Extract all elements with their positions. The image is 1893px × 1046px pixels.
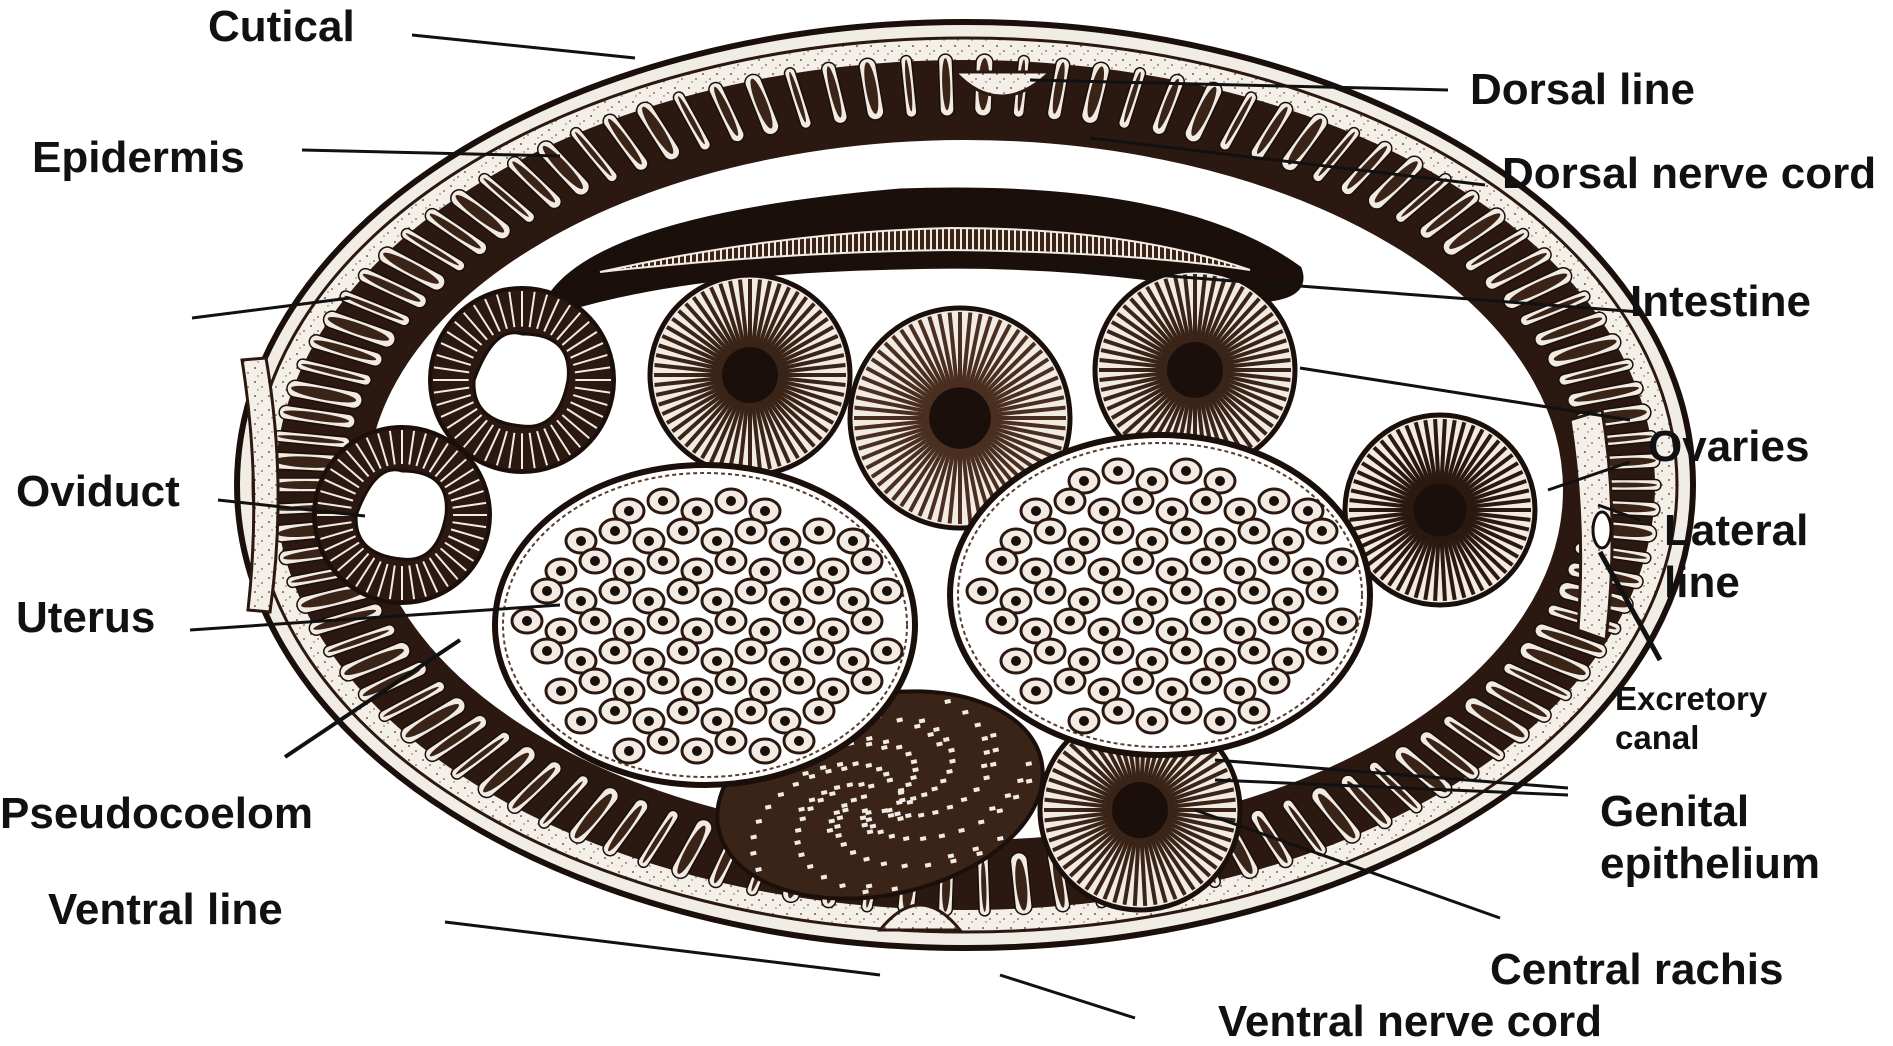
leader-cutical bbox=[412, 35, 635, 58]
label-ventral-line: Ventral line bbox=[48, 888, 283, 932]
excretory-canal-lumen bbox=[1593, 512, 1611, 548]
label-epidermis: Epidermis bbox=[32, 136, 245, 180]
label-lateral-line: Lateral line bbox=[1664, 505, 1824, 609]
label-dorsal-line: Dorsal line bbox=[1470, 68, 1695, 112]
ovary-disc-4 bbox=[1345, 415, 1535, 605]
label-central-rachis: Central rachis bbox=[1490, 948, 1783, 992]
label-cutical: Cutical bbox=[208, 5, 355, 49]
label-ovaries: Ovaries bbox=[1648, 425, 1809, 469]
ovary-disc-1 bbox=[650, 275, 850, 475]
leader-ventral-nerve-cord bbox=[1000, 975, 1135, 1018]
label-excretory-canal: Excretory canal bbox=[1615, 680, 1805, 758]
label-uterus: Uterus bbox=[16, 596, 155, 640]
label-pseudocoelom: Pseudocoelom bbox=[0, 792, 313, 836]
label-dorsal-nerve-cord: Dorsal nerve cord bbox=[1502, 152, 1876, 196]
oviduct-tube-left bbox=[314, 427, 490, 603]
uterus-left bbox=[495, 465, 915, 785]
label-oviduct: Oviduct bbox=[16, 470, 180, 514]
label-ventral-nerve-cord: Ventral nerve cord bbox=[1218, 1000, 1602, 1044]
label-intestine: Intestine bbox=[1630, 280, 1811, 324]
label-genital-epithelium: Genital epithelium bbox=[1600, 786, 1830, 890]
uterus-right bbox=[950, 435, 1370, 755]
